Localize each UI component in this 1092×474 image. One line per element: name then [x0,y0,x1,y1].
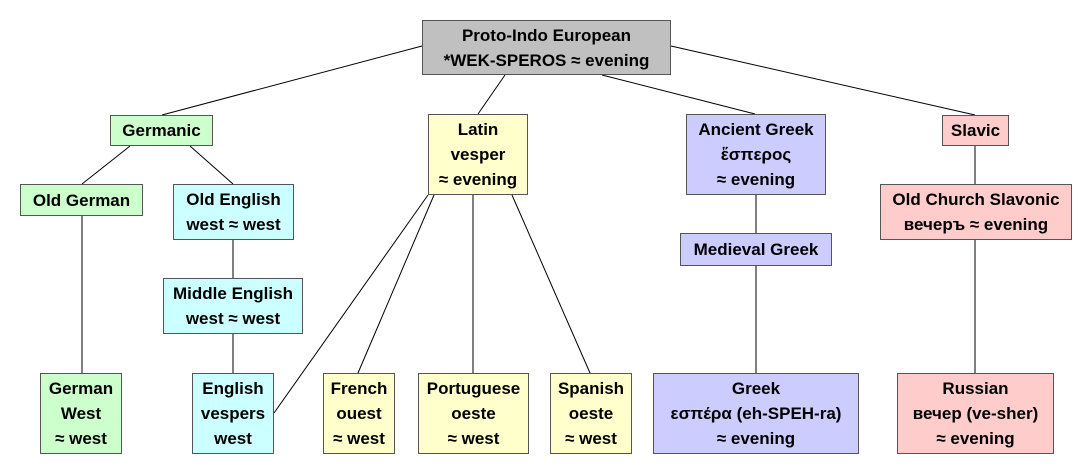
node-line: Proto-Indo European [461,25,632,45]
node-german: German West ≈ west [40,373,122,454]
node-old-german: Old German [20,184,143,216]
node-line: oeste [568,404,614,423]
node-greek: Greek εσπέρα (eh-SPEH-ra) ≈ evening [653,373,859,454]
node-proto-indo-european: Proto-Indo European *WEK-SPEROS ≈ evenin… [422,20,671,75]
node-portuguese: Portuguese oeste ≈ west [418,373,529,454]
node-line: French [330,379,388,398]
node-russian: Russian вечер (ve-sher) ≈ evening [897,373,1054,454]
node-line: Old English [186,190,281,209]
link-pie-latin [477,74,506,115]
node-line: *WEK-SPEROS ≈ evening [443,50,650,70]
node-spanish: Spanish oeste ≈ west [550,373,632,454]
node-line: ≈ evening [716,429,796,448]
node-line: Greek [731,379,781,398]
node-line: Slavic [950,121,1001,140]
node-latin: Latin vesper ≈ evening [428,114,528,195]
node-french: French ouest ≈ west [323,373,395,454]
node-germanic: Germanic [110,115,213,146]
link-latin-english [273,194,429,414]
node-line: ≈ west [333,429,385,448]
node-line: Germanic [122,121,201,140]
node-line: ouest [336,404,382,423]
link-pie-slavic [670,45,976,116]
node-line: vesper [450,145,506,164]
node-english: English vespers west [192,373,274,454]
node-line: ἕσπερος [720,145,792,164]
link-germanic-old-german [81,145,131,185]
node-old-church-slavonic: Old Church Slavonic вечеръ ≈ evening [880,184,1072,240]
node-middle-english: Middle English west ≈ west [163,278,303,334]
node-line: ≈ west [447,429,500,448]
node-line: English [202,379,264,398]
node-line: oeste [451,404,496,423]
node-line: ≈ evening [716,170,796,189]
node-line: Old German [32,190,131,210]
node-line: ≈ evening [936,429,1015,448]
node-line: Spanish [557,379,625,398]
node-line: west ≈ west [185,309,281,328]
node-old-english: Old English west ≈ west [173,184,294,240]
node-line: Middle English [173,284,293,303]
node-line: ≈ west [565,429,617,448]
node-line: west ≈ west [186,215,281,234]
node-line: German [48,379,114,398]
node-slavic: Slavic [942,115,1009,146]
node-line: ≈ west [55,429,107,448]
link-pie-ancient-greek [601,74,756,115]
node-line: Medieval Greek [693,240,819,259]
node-line: вечеръ ≈ evening [903,215,1049,234]
node-ancient-greek: Ancient Greek ἕσπερος ≈ evening [686,114,826,195]
node-line: Russian [942,379,1009,398]
node-medieval-greek: Medieval Greek [680,233,832,266]
node-line: Portuguese [426,379,521,398]
node-line: west [214,429,252,448]
node-line: West [60,404,102,423]
node-line: Old Church Slavonic [892,190,1060,209]
node-line: вечер (ve-sher) [912,404,1039,423]
node-line: Latin [457,120,499,139]
node-line: ≈ evening [438,170,518,189]
node-line: εσπέρα (eh-SPEH-ra) [670,404,842,423]
node-line: vespers [200,404,266,423]
link-latin-french [357,194,435,374]
link-pie-germanic [161,45,423,116]
link-germanic-old-english [189,145,234,185]
link-latin-spanish [511,194,591,374]
node-line: Ancient Greek [698,120,814,139]
